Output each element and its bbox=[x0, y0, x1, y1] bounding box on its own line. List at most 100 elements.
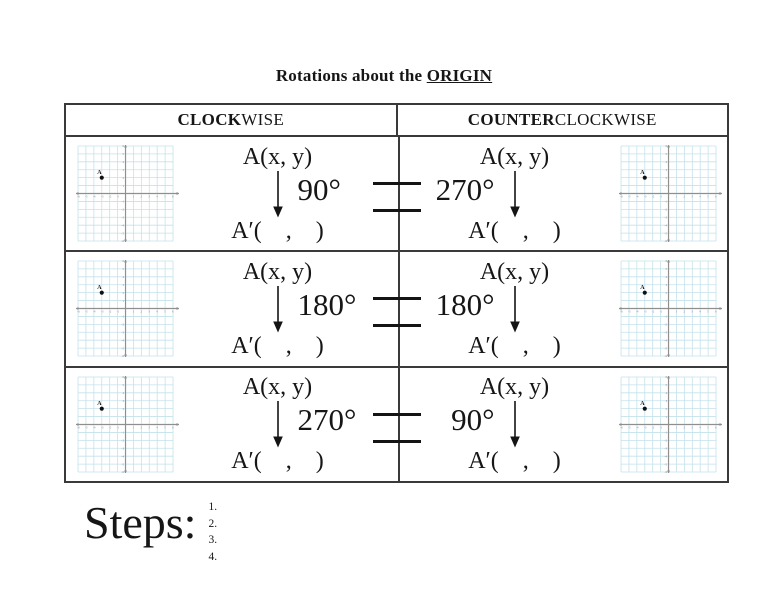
steps-item: 3. bbox=[208, 534, 218, 546]
svg-text:6: 6 bbox=[122, 145, 124, 148]
svg-text:-2: -2 bbox=[121, 438, 124, 442]
point-notation: A(x, y) bbox=[242, 143, 313, 170]
svg-text:5: 5 bbox=[122, 268, 124, 272]
steps-section: Steps: 1. 2. 3. 4. bbox=[84, 497, 217, 565]
svg-text:4: 4 bbox=[122, 391, 124, 395]
svg-text:-6: -6 bbox=[121, 239, 124, 242]
down-arrow-icon bbox=[509, 170, 520, 218]
svg-text:3: 3 bbox=[122, 283, 124, 287]
header-clockwise-rest: WISE bbox=[241, 110, 285, 129]
svg-text:4: 4 bbox=[122, 160, 124, 164]
svg-text:-1: -1 bbox=[117, 425, 120, 429]
svg-text:-1: -1 bbox=[121, 315, 124, 319]
svg-text:1: 1 bbox=[675, 425, 677, 429]
svg-text:-5: -5 bbox=[664, 462, 667, 466]
svg-text:-4: -4 bbox=[664, 224, 667, 228]
svg-text:-1: -1 bbox=[117, 195, 120, 199]
rotation-mid: 180° bbox=[179, 285, 376, 333]
svg-text:-2: -2 bbox=[121, 323, 124, 327]
svg-text:-1: -1 bbox=[660, 195, 663, 199]
svg-text:-5: -5 bbox=[664, 231, 667, 235]
image-point-notation: A′( , ) bbox=[468, 217, 561, 244]
svg-text:5: 5 bbox=[665, 268, 667, 272]
svg-text:-2: -2 bbox=[652, 425, 655, 429]
svg-text:-3: -3 bbox=[664, 331, 667, 335]
svg-text:2: 2 bbox=[140, 425, 142, 429]
svg-text:-1: -1 bbox=[121, 430, 124, 434]
svg-text:6: 6 bbox=[715, 425, 717, 429]
svg-text:6: 6 bbox=[122, 260, 124, 263]
svg-text:6: 6 bbox=[715, 195, 717, 199]
svg-text:-3: -3 bbox=[644, 425, 647, 429]
svg-text:5: 5 bbox=[665, 383, 667, 387]
svg-text:-4: -4 bbox=[664, 339, 667, 343]
rotation-angle: 180° bbox=[435, 286, 495, 322]
svg-text:6: 6 bbox=[665, 145, 667, 148]
svg-text:3: 3 bbox=[148, 195, 150, 199]
svg-text:6: 6 bbox=[172, 425, 174, 429]
svg-text:4: 4 bbox=[699, 310, 701, 314]
rotation-work: A(x, y) 270° A′( , ) bbox=[179, 374, 398, 474]
svg-text:-6: -6 bbox=[121, 470, 124, 473]
svg-text:2: 2 bbox=[122, 407, 124, 411]
svg-text:-2: -2 bbox=[664, 208, 667, 212]
svg-text:A: A bbox=[640, 170, 645, 176]
svg-text:-3: -3 bbox=[121, 216, 124, 220]
svg-text:-4: -4 bbox=[636, 195, 639, 199]
svg-text:-3: -3 bbox=[644, 195, 647, 199]
svg-text:6: 6 bbox=[715, 310, 717, 314]
svg-text:5: 5 bbox=[164, 425, 166, 429]
svg-text:-1: -1 bbox=[121, 200, 124, 204]
svg-text:-6: -6 bbox=[620, 310, 623, 314]
svg-text:1: 1 bbox=[132, 310, 134, 314]
svg-text:-2: -2 bbox=[664, 323, 667, 327]
svg-text:6: 6 bbox=[172, 195, 174, 199]
svg-text:-1: -1 bbox=[664, 200, 667, 204]
svg-text:-3: -3 bbox=[664, 446, 667, 450]
rotation-work: A(x, y) 90° A′( , ) bbox=[179, 144, 398, 244]
rotation-mid: 90° bbox=[179, 170, 376, 218]
answer-blank-line bbox=[373, 412, 421, 416]
svg-text:3: 3 bbox=[122, 399, 124, 403]
rotation-angle: 270° bbox=[297, 402, 357, 438]
svg-text:4: 4 bbox=[156, 195, 158, 199]
down-arrow-icon bbox=[509, 401, 520, 448]
down-arrow-icon bbox=[272, 285, 283, 333]
svg-text:5: 5 bbox=[665, 152, 667, 156]
svg-text:5: 5 bbox=[707, 195, 709, 199]
image-point-notation: A′( , ) bbox=[231, 332, 324, 359]
svg-text:-6: -6 bbox=[620, 195, 623, 199]
svg-text:4: 4 bbox=[665, 160, 667, 164]
svg-text:4: 4 bbox=[122, 275, 124, 279]
svg-text:2: 2 bbox=[683, 425, 685, 429]
svg-text:-5: -5 bbox=[628, 310, 631, 314]
svg-text:2: 2 bbox=[122, 291, 124, 295]
svg-text:-4: -4 bbox=[121, 339, 124, 343]
steps-label: Steps: bbox=[84, 497, 197, 548]
point-notation: A(x, y) bbox=[479, 143, 550, 170]
svg-text:-6: -6 bbox=[121, 355, 124, 358]
svg-text:-6: -6 bbox=[77, 310, 80, 314]
svg-text:4: 4 bbox=[156, 310, 158, 314]
image-point-notation: A′( , ) bbox=[231, 217, 324, 244]
svg-text:-6: -6 bbox=[77, 425, 80, 429]
svg-text:-5: -5 bbox=[121, 347, 124, 351]
svg-text:-2: -2 bbox=[652, 195, 655, 199]
svg-text:4: 4 bbox=[699, 195, 701, 199]
header-counterclockwise-rest: CLOCKWISE bbox=[554, 110, 657, 129]
svg-text:-5: -5 bbox=[121, 462, 124, 466]
steps-item: 4. bbox=[208, 550, 218, 563]
svg-text:-3: -3 bbox=[121, 446, 124, 450]
svg-text:-4: -4 bbox=[93, 310, 96, 314]
